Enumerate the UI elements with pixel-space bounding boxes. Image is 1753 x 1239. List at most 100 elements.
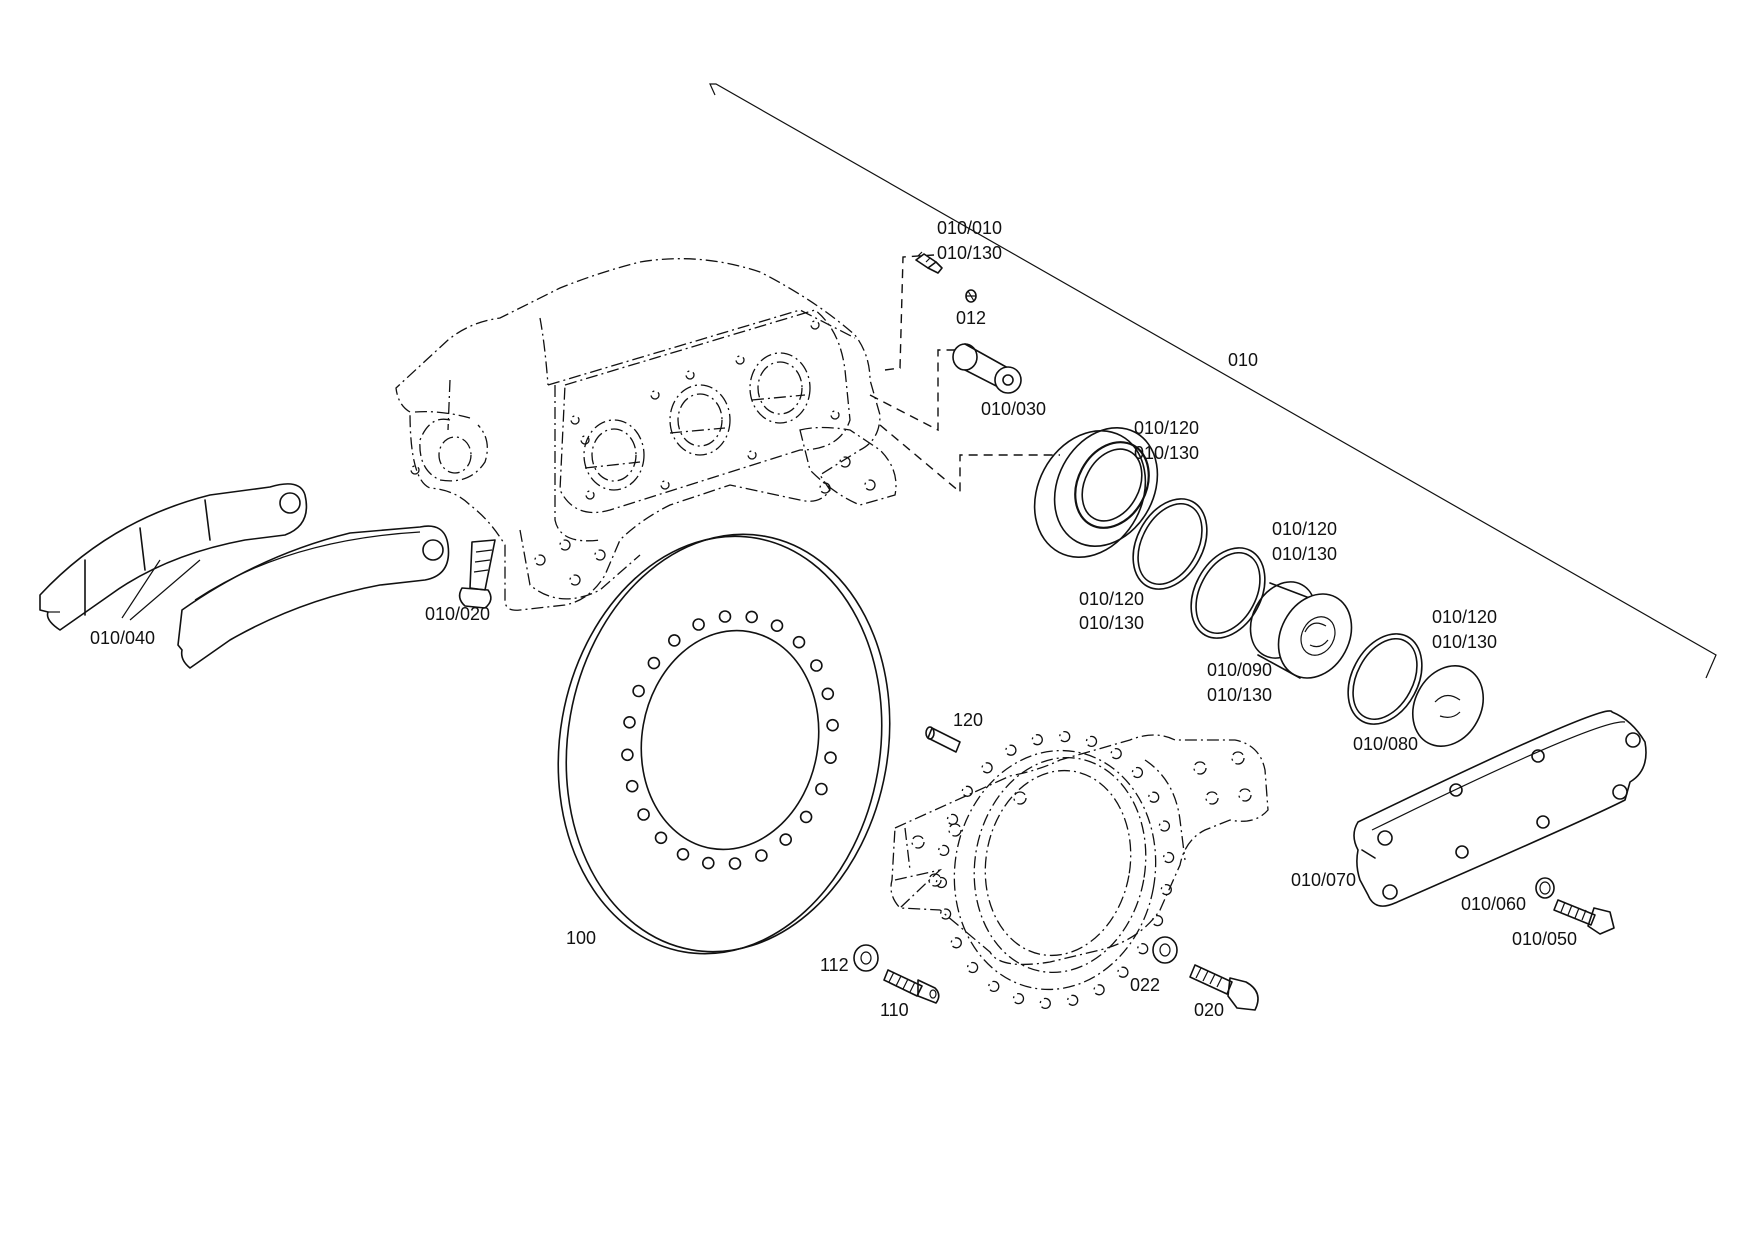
label-010-090: 010/090 [1207, 660, 1272, 680]
label-010-120-a: 010/120 [1134, 418, 1199, 438]
disc-hole [718, 610, 732, 623]
label-010-060: 010/060 [1461, 894, 1526, 914]
label-010-070: 010/070 [1291, 870, 1356, 890]
washer-010-060 [1535, 877, 1555, 899]
pad-leader-lines [121, 559, 201, 621]
label-010-120-d: 010/120 [1432, 607, 1497, 627]
bracket-hole [1131, 766, 1144, 779]
disc-hole [623, 715, 636, 729]
disc-hole [824, 751, 837, 765]
washer-022 [1152, 936, 1178, 964]
bolt-010-050 [1553, 899, 1615, 935]
bracket-hole [1012, 992, 1025, 1005]
cover-disc [1412, 665, 1484, 747]
bracket-hole [1151, 914, 1164, 927]
disc-hole [826, 718, 839, 732]
label-010: 010 [1228, 350, 1258, 370]
label-010-020: 010/020 [425, 604, 490, 624]
bracket-hole [1148, 791, 1160, 803]
seal-ring-1 [1132, 498, 1208, 590]
label-010-130-f: 010/130 [1207, 685, 1272, 705]
bracket-hole [1059, 730, 1071, 743]
bracket-hole [1117, 966, 1129, 978]
bracket-hole [950, 937, 962, 949]
label-010-130-a: 010/130 [937, 243, 1002, 263]
bracket-hole [966, 961, 979, 974]
label-010-080: 010/080 [1353, 734, 1418, 754]
mounting-bracket [890, 734, 1269, 991]
bracket-hole [1039, 997, 1051, 1010]
label-012: 012 [956, 308, 986, 328]
label-010-120-b: 010/120 [1272, 519, 1337, 539]
bracket-hole [1158, 820, 1171, 832]
label-100: 100 [566, 928, 596, 948]
label-112: 112 [820, 955, 849, 975]
label-010-050: 010/050 [1512, 929, 1577, 949]
caliper-housing [395, 258, 897, 611]
disc-hole [701, 856, 715, 870]
guide-sleeve [952, 343, 1022, 394]
disc-hole [625, 779, 639, 793]
disc-hole [692, 618, 705, 631]
disc-hole [755, 849, 768, 862]
disc-hole [799, 810, 813, 824]
disc-hole [632, 684, 645, 698]
disc-hole [821, 687, 835, 701]
assembly-bracket-010 [709, 83, 1717, 679]
label-120: 120 [953, 710, 983, 730]
bracket-hole [1067, 994, 1079, 1006]
disc-hole [745, 610, 759, 624]
bracket-hole [935, 876, 948, 889]
bracket-bolt-holes [935, 730, 1175, 1010]
bolt-020 [1189, 964, 1259, 1011]
seal-cup [1033, 427, 1159, 558]
bracket-hole [1093, 984, 1105, 996]
disc-hole [728, 857, 742, 870]
disc-hole [779, 833, 793, 846]
disc-hole [676, 847, 690, 861]
washer-112 [853, 944, 879, 972]
bracket-hole [1085, 735, 1098, 748]
disc-hole [770, 619, 784, 633]
label-020: 020 [1194, 1000, 1224, 1020]
bracket-hole [946, 813, 959, 826]
back-plate [1353, 710, 1647, 907]
label-010-010: 010/010 [937, 218, 1002, 238]
disc-hole [654, 831, 668, 845]
disc-hole [637, 808, 650, 821]
seal-ring-2 [1190, 547, 1266, 639]
leader-lines [869, 254, 1060, 494]
label-010-130-e: 010/130 [1432, 632, 1497, 652]
bracket-hole [939, 908, 952, 920]
bleeder-screw [915, 251, 943, 274]
dust-cap-012 [965, 289, 977, 303]
bracket-hole [1137, 943, 1149, 955]
part-labels: 010/010 010/130 012 010 010/030 010/120 … [90, 218, 1577, 1020]
label-010-040: 010/040 [90, 628, 155, 648]
bracket-hole [981, 762, 993, 774]
disc-hole [792, 635, 806, 649]
label-022: 022 [1130, 975, 1160, 995]
label-010-130-c: 010/130 [1272, 544, 1337, 564]
bracket-hole [1162, 851, 1175, 864]
bracket-hole [1110, 747, 1122, 760]
seal-ring-3 [1347, 633, 1423, 725]
bracket-hole [961, 785, 973, 797]
bolt-010-020 [458, 539, 496, 609]
brake-pad-front [39, 483, 308, 631]
brake-disc [557, 533, 891, 955]
label-010-130-d: 010/130 [1079, 613, 1144, 633]
label-110: 110 [880, 1000, 909, 1020]
bracket-hole [1005, 744, 1017, 756]
disc-bolt-holes [621, 610, 839, 870]
disc-hole [667, 634, 681, 647]
bracket-hole [988, 980, 1000, 993]
disc-hole [621, 748, 634, 762]
bracket-hole [938, 844, 950, 857]
label-010-120-c: 010/120 [1079, 589, 1144, 609]
disc-hole [647, 656, 661, 670]
brake-pad-rear [177, 525, 450, 669]
disc-hole [815, 782, 828, 796]
label-010-030: 010/030 [981, 399, 1046, 419]
